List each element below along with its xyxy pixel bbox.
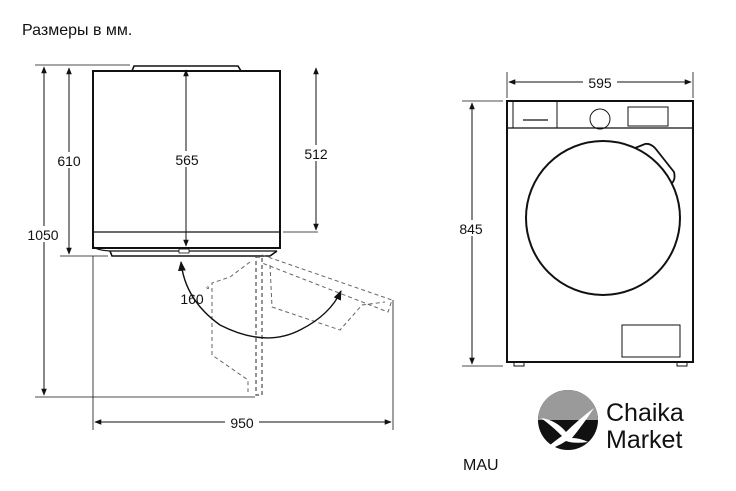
display-panel bbox=[627, 106, 669, 127]
door-circle bbox=[525, 140, 681, 296]
logo-line2: Market bbox=[606, 426, 682, 454]
chaika-market-logo: Chaika Market bbox=[538, 390, 684, 454]
front-view bbox=[462, 72, 694, 367]
filter-cover bbox=[621, 324, 681, 358]
label-950: 950 bbox=[230, 415, 254, 431]
foot-right bbox=[676, 361, 688, 367]
door-base bbox=[109, 250, 278, 257]
label-595: 595 bbox=[588, 75, 612, 91]
program-knob bbox=[589, 108, 611, 130]
model-label: MAU bbox=[463, 457, 499, 474]
seagull-icon bbox=[541, 408, 594, 450]
label-512: 512 bbox=[304, 146, 328, 162]
door-open-outline bbox=[211, 254, 393, 396]
label-845: 845 bbox=[459, 221, 483, 237]
door-handle bbox=[634, 142, 676, 185]
degree-symbol: ° bbox=[206, 285, 210, 295]
front-body bbox=[506, 100, 694, 363]
logo-line1: Chaika bbox=[606, 399, 684, 427]
side-view bbox=[35, 64, 394, 430]
top-cover bbox=[131, 65, 242, 72]
foot-left bbox=[513, 361, 525, 367]
door-swing-arc bbox=[178, 261, 342, 339]
dimension-labels: 1050 610 565 512 950 160 ° 595 845 bbox=[22, 74, 617, 431]
diagram-title: Размеры в мм. bbox=[22, 22, 133, 39]
label-610: 610 bbox=[57, 153, 81, 169]
label-1050: 1050 bbox=[27, 227, 58, 243]
label-160: 160 bbox=[180, 291, 204, 307]
detergent-drawer bbox=[512, 100, 558, 129]
label-565: 565 bbox=[175, 152, 199, 168]
